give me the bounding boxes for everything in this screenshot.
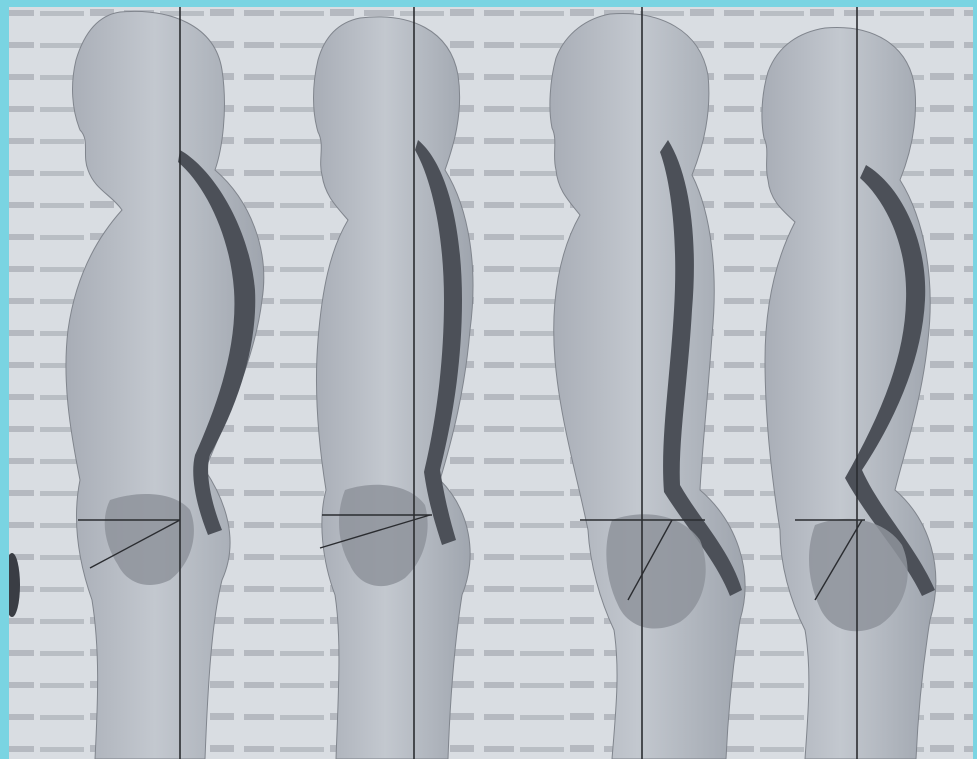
frame-left-edge [0, 0, 9, 759]
frame-right-edge [973, 0, 977, 759]
frame-top-edge [0, 0, 977, 7]
